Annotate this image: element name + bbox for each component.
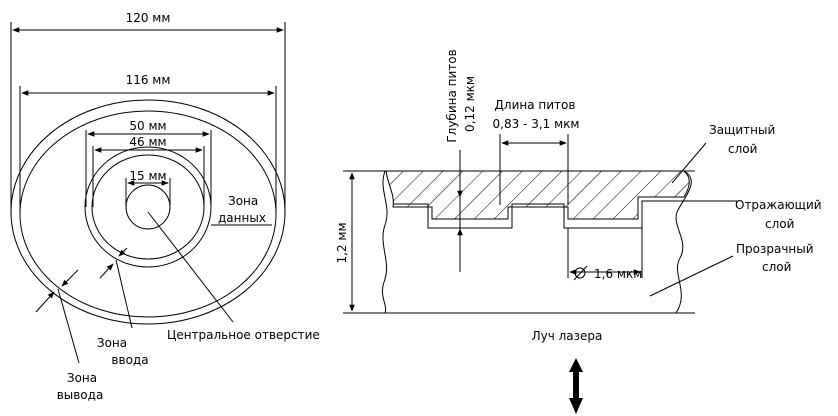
dim-50-label: 50 мм <box>129 119 166 133</box>
cross-section-view: 1,2 мм Глубина питов 0,12 мкм Длина пито… <box>335 49 822 414</box>
lead-in-label-line2: ввода <box>111 353 148 367</box>
lead-out-label-line1: Зона <box>67 371 97 385</box>
protective-label-line2: слой <box>728 142 757 156</box>
center-hole-label: Центральное отверстие <box>167 328 320 342</box>
transparent-label-line1: Прозрачный <box>736 242 814 256</box>
dim-116-label: 116 мм <box>126 73 171 87</box>
pit-depth-label-line2: 0,12 мкм <box>463 76 477 132</box>
lead-out-leader <box>57 288 80 364</box>
reflective-label-line2: слой <box>765 217 794 231</box>
lead-in-leader <box>115 259 133 329</box>
thickness-label: 1,2 мм <box>335 222 349 263</box>
dim-15-label: 15 мм <box>129 169 166 183</box>
left-break-line <box>381 170 388 314</box>
laser-beam-arrow-icon <box>569 358 583 414</box>
pit-depth-label-line1: Глубина питов <box>445 49 459 142</box>
pit-length-label-line2: 0,83 - 3,1 мкм <box>493 117 580 131</box>
pit-length-label-line1: Длина питов <box>495 98 576 112</box>
center-hole-leader <box>147 211 234 323</box>
right-break-line <box>675 170 692 314</box>
reflective-label-line1: Отражающий <box>735 198 822 212</box>
dim-120-label: 120 мм <box>126 11 171 25</box>
reflective-layer-bottom <box>393 200 684 229</box>
transparent-label-line2: слой <box>762 260 791 274</box>
track-pitch-label: 1,6 мкм <box>594 267 642 281</box>
data-zone-label-line2: данных <box>218 211 266 225</box>
protective-label-line1: Защитный <box>709 123 775 137</box>
lead-in-label-line1: Зона <box>97 336 127 350</box>
center-hole-circle <box>125 184 171 230</box>
laser-beam-label: Луч лазера <box>532 329 603 343</box>
data-zone-label-line1: Зона <box>228 194 258 208</box>
lead-in-outer-ellipse <box>84 146 212 268</box>
lead-out-label-line2: вывода <box>57 388 104 402</box>
reflective-layer-top <box>393 196 684 220</box>
protective-layer <box>385 170 690 220</box>
dim-46-label: 46 мм <box>129 135 166 149</box>
disc-view: 120 мм 116 мм 50 мм 46 мм 15 мм Зона дан… <box>10 11 320 402</box>
